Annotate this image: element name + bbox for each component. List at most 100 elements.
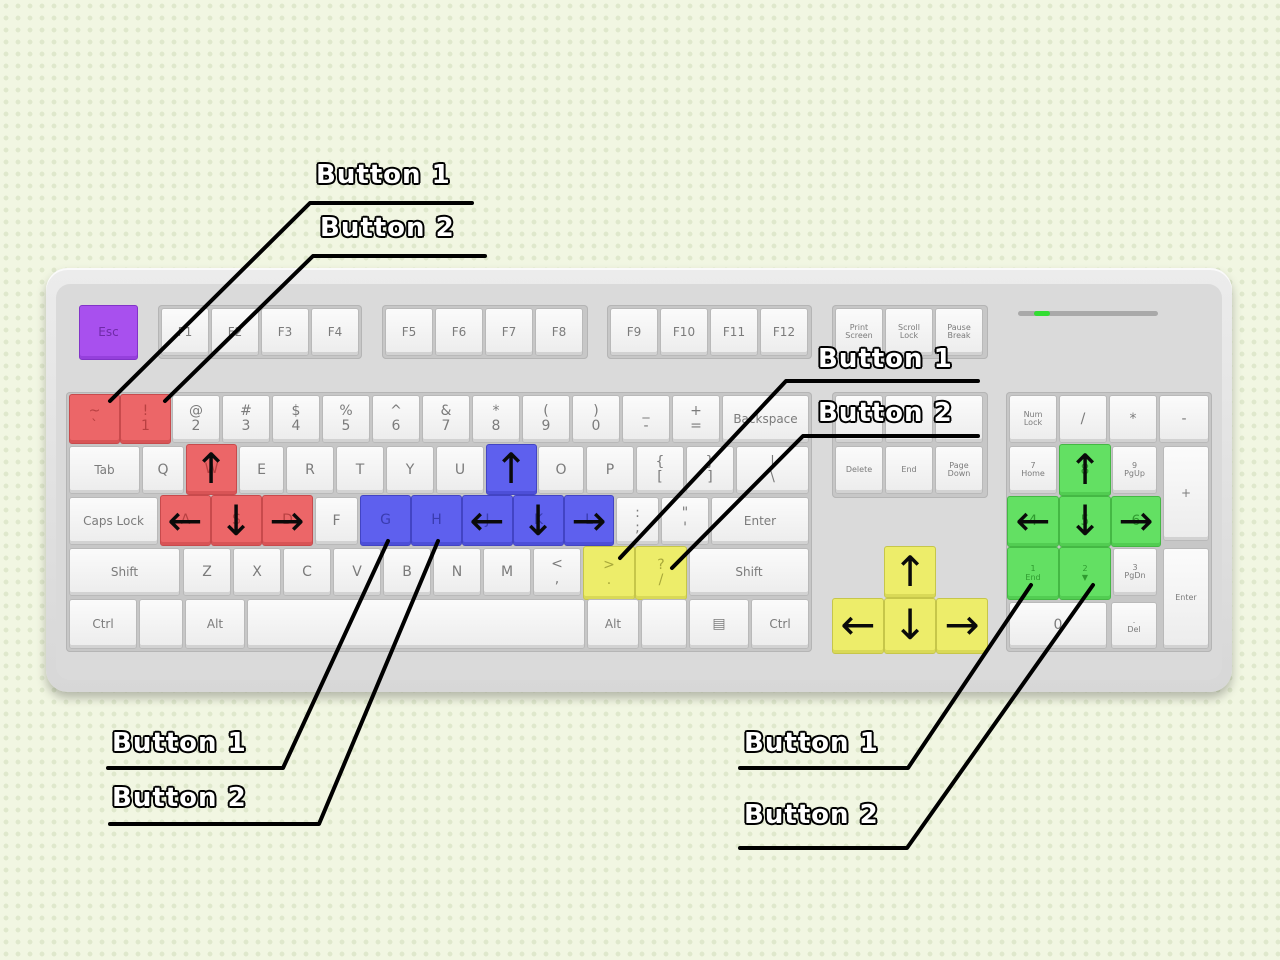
key-z[interactable]: Z [183,548,231,596]
key-numpad-divide[interactable]: / [1059,395,1107,443]
key-page-down[interactable]: Page Down [935,446,983,494]
key-f[interactable]: F [315,497,358,545]
key-t[interactable]: T [336,446,384,494]
key-arrow-left[interactable] [832,598,884,654]
key-f7[interactable]: F7 [485,308,533,356]
key-minus[interactable]: _ - [622,395,670,443]
key-delete[interactable]: Delete [835,446,883,494]
key-num-lock[interactable]: Num Lock [1009,395,1057,443]
key-numpad-4[interactable]: 4 [1007,496,1059,547]
key-win-left[interactable] [139,599,183,649]
key-numpad-5[interactable]: 5 [1059,496,1111,547]
key-caps-lock[interactable]: Caps Lock [69,497,158,545]
key-e[interactable]: E [239,446,284,494]
key-y[interactable]: Y [386,446,434,494]
key-numpad-decimal[interactable]: . Del [1111,602,1157,649]
key-numpad-enter[interactable]: Enter [1163,548,1209,649]
key-left-bracket[interactable]: { [ [636,446,684,494]
key-7[interactable]: & 7 [422,395,470,443]
key-shift-right[interactable]: Shift [689,548,809,596]
key-c[interactable]: C [283,548,331,596]
key-numpad-2[interactable]: 2 ▼ [1059,547,1111,600]
key-f6[interactable]: F6 [435,308,483,356]
key-arrow-down[interactable] [884,598,936,654]
key-ctrl-right[interactable]: Ctrl [751,599,809,649]
key-ctrl-left[interactable]: Ctrl [69,599,137,649]
key-backtick[interactable]: ~ ` [69,394,120,444]
key-comma[interactable]: < , [533,548,581,596]
key-f12[interactable]: F12 [760,308,808,356]
key-win-right[interactable] [641,599,687,649]
key-shift-left[interactable]: Shift [69,548,180,596]
callout-green-button-2: Button 2 [744,800,879,830]
key-f4[interactable]: F4 [311,308,359,356]
key-numpad-8[interactable]: 8 [1059,444,1111,496]
key-q[interactable]: Q [142,446,184,494]
key-numpad-minus[interactable]: - [1159,395,1209,443]
key-slash[interactable]: ? / [635,546,687,600]
key-numpad-7[interactable]: 7 Home [1009,446,1057,494]
key-f5[interactable]: F5 [385,308,433,356]
key-i[interactable]: I [486,444,537,495]
key-end[interactable]: End [885,446,933,494]
key-f3[interactable]: F3 [261,308,309,356]
key-1[interactable]: ! 1 [120,394,171,444]
key-scroll-lock[interactable]: Scroll Lock [885,308,933,356]
key-6[interactable]: ^ 6 [372,395,420,443]
red-right-arrow-icon: → [269,496,305,545]
key-g[interactable]: G [360,495,411,546]
key-f9[interactable]: F9 [610,308,658,356]
key-v[interactable]: V [333,548,381,596]
key-k[interactable]: K [513,495,564,546]
key-menu[interactable]: ▤ [689,599,749,649]
key-f11[interactable]: F11 [710,308,758,356]
key-numpad-6[interactable]: 6 [1111,496,1161,547]
yellow-right-arrow-icon: → [944,600,980,649]
key-n[interactable]: N [433,548,481,596]
key-r[interactable]: R [286,446,334,494]
key-8[interactable]: * 8 [472,395,520,443]
key-d[interactable]: D [262,495,313,546]
key-j[interactable]: J [462,495,513,546]
key-pause-break[interactable]: Pause Break [935,308,983,356]
key-numpad-9[interactable]: 9 PgUp [1112,446,1157,494]
key-2[interactable]: @ 2 [172,395,220,443]
key-numpad-3[interactable]: 3 PgDn [1113,548,1157,596]
key-tab[interactable]: Tab [69,446,140,494]
key-print-screen[interactable]: Print Screen [835,308,883,356]
key-arrow-up[interactable] [884,546,936,598]
key-9[interactable]: ( 9 [522,395,570,443]
key-numpad-plus[interactable]: + [1163,446,1209,541]
key-h[interactable]: H [411,495,462,546]
key-p[interactable]: P [586,446,634,494]
key-f8[interactable]: F8 [535,308,583,356]
key-alt-left[interactable]: Alt [185,599,245,649]
key-a[interactable]: A [160,495,211,546]
key-4[interactable]: $ 4 [272,395,320,443]
key-l[interactable]: L [564,495,614,546]
key-space[interactable] [247,599,585,649]
key-equals[interactable]: + = [672,395,720,443]
key-f10[interactable]: F10 [660,308,708,356]
key-enter[interactable]: Enter [711,497,809,545]
key-s[interactable]: S [211,495,262,546]
key-alt-right[interactable]: Alt [587,599,639,649]
key-esc[interactable]: Esc [79,305,138,360]
key-3[interactable]: # 3 [222,395,270,443]
key-x[interactable]: X [233,548,281,596]
green-down-arrow-icon: ↓ [1067,496,1103,545]
key-u[interactable]: U [436,446,484,494]
key-m[interactable]: M [483,548,531,596]
key-o[interactable]: O [538,446,584,494]
key-numpad-multiply[interactable]: * [1109,395,1157,443]
key-backslash[interactable]: | \ [736,446,809,494]
key-w[interactable]: W [186,444,237,495]
key-f1[interactable]: F1 [161,308,209,356]
key-0[interactable]: ) 0 [572,395,620,443]
key-5[interactable]: % 5 [322,395,370,443]
yellow-up-arrow-icon: ↑ [892,547,928,596]
key-numpad-1[interactable]: 1 End [1007,547,1059,600]
key-arrow-right[interactable] [936,598,988,654]
key-numpad-0[interactable]: 0 [1009,602,1107,649]
